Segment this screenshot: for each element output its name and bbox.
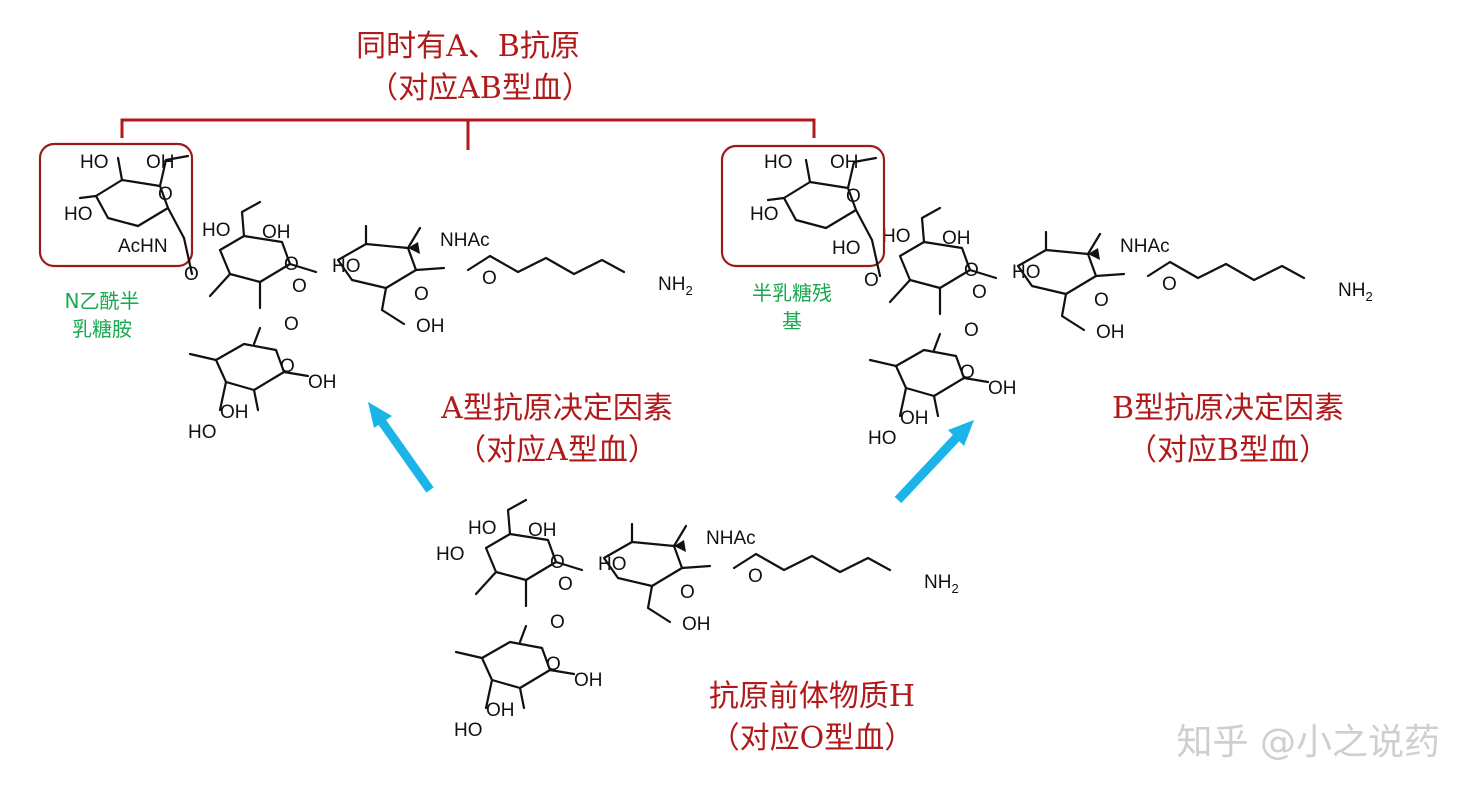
atom-label: O	[284, 254, 299, 275]
atom-label: OH	[486, 700, 515, 721]
atom-label: OH	[900, 408, 929, 429]
ab-bracket	[120, 118, 816, 150]
highlight-box-a	[38, 142, 194, 268]
atom-label: O	[864, 270, 879, 291]
atom-label: OH	[574, 670, 603, 691]
atom-label: NHAc	[706, 528, 756, 549]
terminal-galactose: HO OH O HO HO	[750, 152, 882, 278]
atom-label: OH	[308, 372, 337, 393]
arrow-up-right-icon	[368, 402, 434, 493]
atom-label: OH	[262, 222, 291, 243]
amine-label: NH2	[1338, 280, 1373, 304]
atom-label: HO	[436, 544, 465, 565]
atom-label: HO	[832, 238, 861, 259]
atom-label: HO	[468, 518, 497, 539]
atom-label: HO	[80, 152, 109, 173]
highlight-box-b	[720, 144, 886, 268]
atom-label: HO	[64, 204, 93, 225]
atom-label: O	[748, 566, 763, 587]
atom-label: HO	[750, 204, 779, 225]
atom-label: HO	[1012, 262, 1041, 283]
atom-label: OH	[220, 402, 249, 423]
amine-label: NH2	[658, 274, 693, 298]
atom-label: NHAc	[1120, 236, 1170, 257]
atom-label: O	[482, 268, 497, 289]
atom-label: O	[550, 552, 565, 573]
atom-label: O	[546, 654, 561, 675]
atom-label: O	[846, 186, 861, 207]
atom-label: O	[414, 284, 429, 305]
atom-label: HO	[598, 554, 627, 575]
atom-label: OH	[830, 152, 859, 173]
atom-label: O	[1094, 290, 1109, 311]
atom-label: HO	[454, 720, 483, 741]
caption-b-line2: （对应B型血）	[1127, 433, 1329, 468]
atom-label: AcHN	[118, 236, 168, 257]
atom-label: HO	[188, 422, 217, 443]
atom-label: OH	[988, 378, 1017, 399]
caption-b-line1: B型抗原决定因素	[1112, 391, 1344, 426]
atom-label: OH	[1096, 322, 1125, 343]
atom-label: O	[158, 184, 173, 205]
label-b-line2: 基	[782, 309, 802, 333]
caption-a-line2: （对应A型血）	[456, 433, 658, 468]
atom-label: O	[558, 574, 573, 595]
ab-title-line2: （对应AB型血）	[368, 71, 592, 106]
ab-title-line1: 同时有A、B抗原	[356, 29, 580, 64]
atom-label: NHAc	[440, 230, 490, 251]
caption-h-line1: 抗原前体物质H	[709, 679, 915, 714]
atom-label: O	[964, 320, 979, 341]
atom-label: OH	[942, 228, 971, 249]
atom-label: OH	[146, 152, 175, 173]
atom-label: O	[280, 356, 295, 377]
watermark: 知乎 @小之说药	[1177, 722, 1440, 763]
atom-label: O	[1162, 274, 1177, 295]
atom-label: HO	[882, 226, 911, 247]
caption-a-line1: A型抗原决定因素	[440, 391, 673, 426]
atom-label: O	[292, 276, 307, 297]
label-a-line1: N乙酰半	[65, 289, 140, 313]
amine-label: NH2	[924, 572, 959, 596]
atom-label: O	[550, 612, 565, 633]
label-a-line2: 乳糖胺	[72, 317, 132, 341]
atom-label: HO	[868, 428, 897, 449]
molecule-b: HO OH O O O O HO NHAc O OH O NH2 O OH OH…	[864, 206, 1373, 449]
atom-label: HO	[202, 220, 231, 241]
atom-label: O	[284, 314, 299, 335]
atom-label: O	[972, 282, 987, 303]
label-b-line1: 半乳糖残	[752, 281, 832, 305]
atom-label: O	[960, 362, 975, 383]
atom-label: OH	[416, 316, 445, 337]
atom-label: O	[680, 582, 695, 603]
atom-label: OH	[528, 520, 557, 541]
arrow-up-right-icon	[894, 420, 974, 504]
atom-label: HO	[332, 256, 361, 277]
atom-label: O	[964, 260, 979, 281]
molecule-h: HO OH O HO O O HO NHAc O OH O NH2 O OH O…	[436, 498, 959, 741]
terminal-galnac: HO OH O HO AcHN	[64, 152, 194, 276]
atom-label: HO	[764, 152, 793, 173]
caption-h-line2: （对应O型血）	[710, 721, 915, 756]
atom-label: OH	[682, 614, 711, 635]
